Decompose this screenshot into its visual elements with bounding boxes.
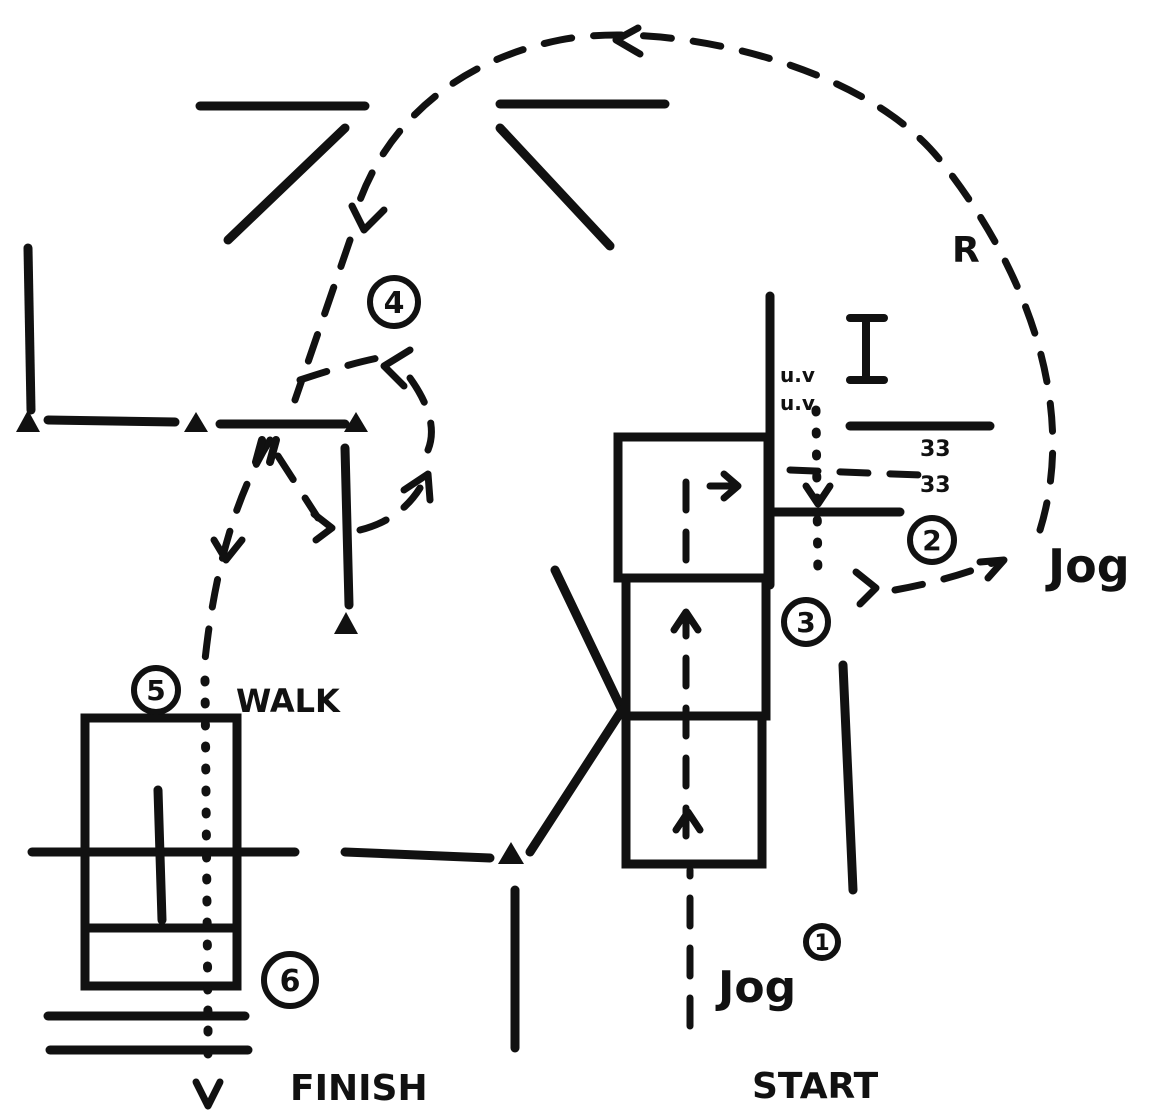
step-3: 3: [781, 597, 831, 647]
squiggle-mark: 33: [920, 473, 951, 498]
r-mark: R: [952, 230, 980, 271]
arrow-up-icon: [400, 470, 434, 504]
finish-label: FINISH: [290, 1068, 428, 1109]
walk-label: WALK: [236, 682, 341, 720]
arrow-left-icon: [380, 346, 414, 390]
step-2: 2: [907, 515, 957, 565]
step-6: 6: [261, 951, 319, 1009]
squiggle-mark: u.v: [780, 391, 815, 415]
start-box-middle: [621, 573, 771, 721]
marks: u.v u.v 33 33: [252, 314, 951, 498]
step-5: 5: [131, 665, 181, 715]
squiggle-mark: u.v: [780, 363, 815, 387]
arrow-right-icon: [852, 568, 880, 608]
cones: [16, 410, 524, 864]
jog-label-start: Jog: [715, 962, 796, 1013]
arrow-down-icon: [210, 536, 246, 564]
svg-text:6: 6: [280, 964, 301, 999]
arrow-right-icon: [976, 556, 1008, 582]
svg-text:3: 3: [796, 606, 815, 639]
arrow-left-icon: [612, 24, 644, 58]
svg-text:5: 5: [146, 674, 165, 707]
arrow-down-icon: [348, 202, 388, 234]
squiggle-mark: 33: [920, 437, 951, 462]
arrow-down-icon: [802, 482, 834, 508]
cone-marker: [334, 612, 358, 634]
cone-marker: [498, 842, 524, 864]
text-labels: Jog Jog WALK FINISH START R: [236, 230, 1130, 1109]
cone-marker: [344, 412, 368, 432]
svg-text:1: 1: [814, 931, 829, 956]
boxes: [80, 432, 773, 991]
arrow-down-icon: [192, 1078, 224, 1110]
svg-text:4: 4: [384, 286, 405, 321]
arrow-right-icon: [706, 470, 742, 502]
jog-label-right: Jog: [1045, 539, 1130, 593]
arrowheads: [192, 24, 1008, 1110]
svg-text:2: 2: [922, 524, 941, 557]
cone-marker: [184, 412, 208, 432]
cone-marker: [16, 410, 40, 432]
start-label: START: [752, 1066, 879, 1107]
step-4: 4: [367, 275, 421, 329]
finish-box-bottom: [80, 923, 242, 991]
start-box-upper: [613, 432, 773, 583]
start-box-lower: [621, 711, 767, 869]
route: [200, 31, 1057, 1075]
arrow-right-icon: [310, 510, 336, 544]
step-1: 1: [803, 923, 841, 961]
arrow-up-icon: [670, 608, 702, 634]
walls: [23, 99, 995, 1055]
step-markers: 1 2 3 4 5 6: [131, 275, 957, 1009]
arrow-up-icon: [672, 808, 704, 834]
